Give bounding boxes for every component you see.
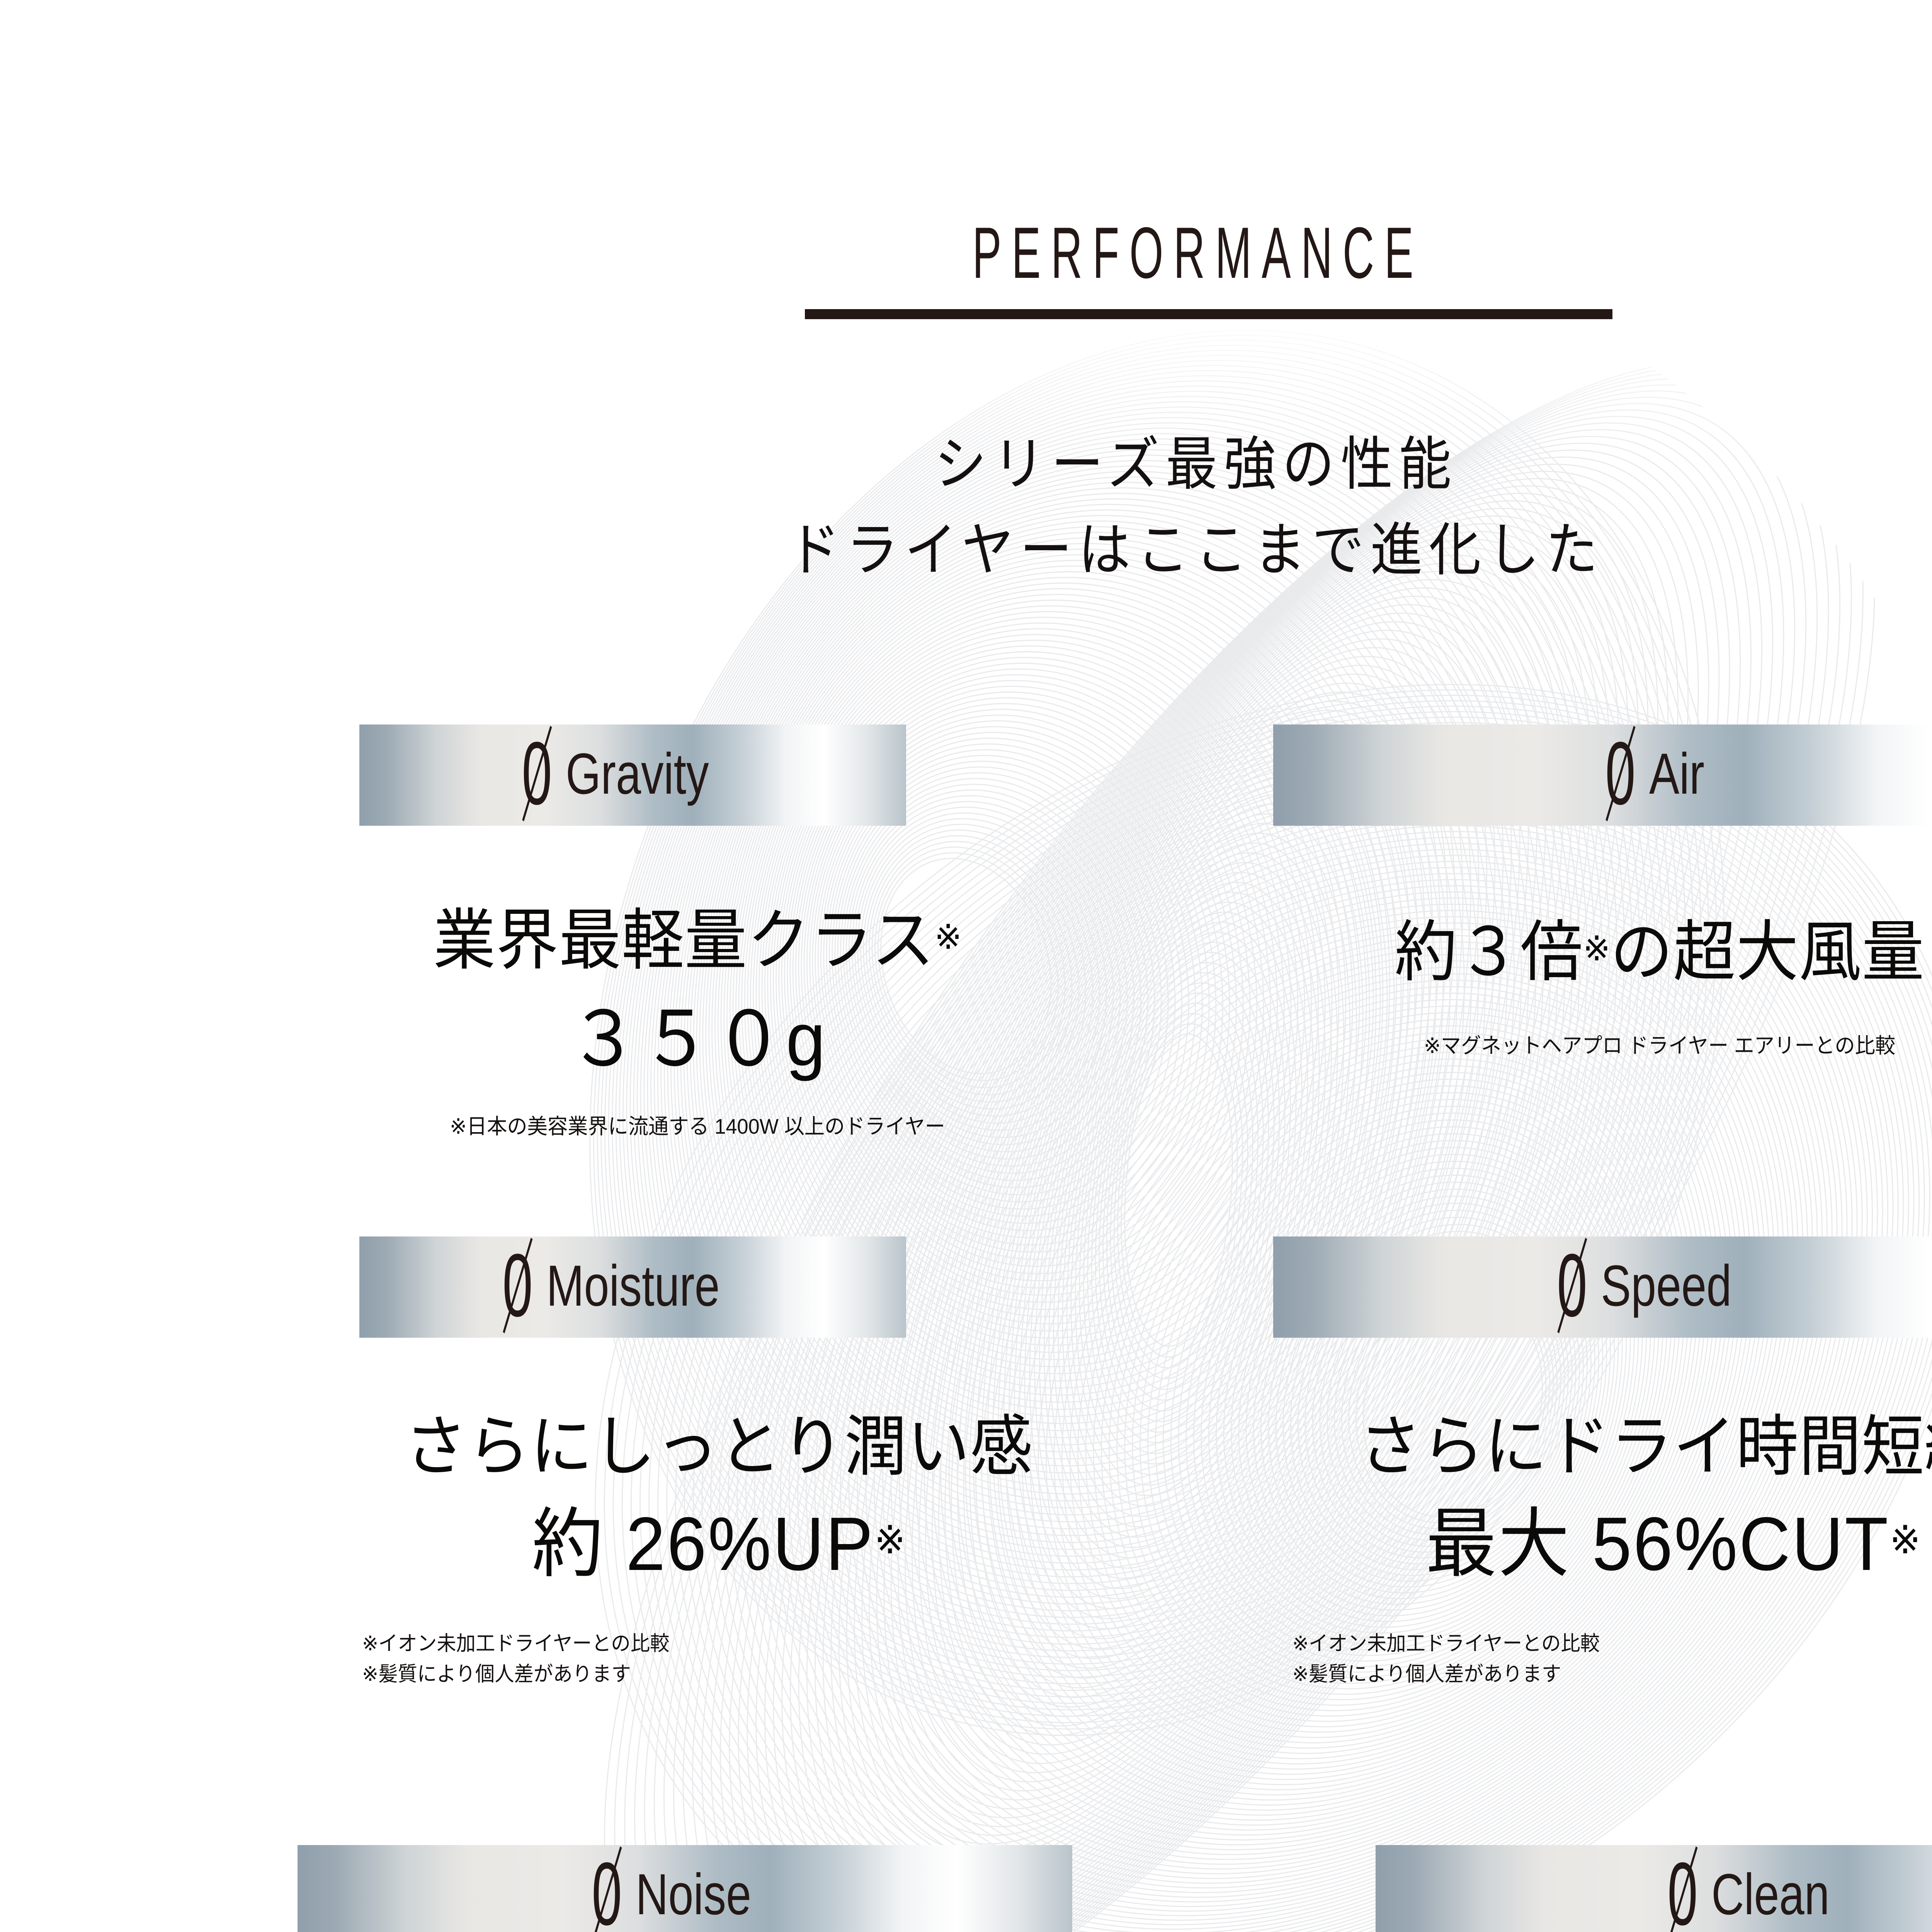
badge-label-moisture: Moisture <box>546 1253 720 1318</box>
page-title: PERFORMANCE <box>972 212 1424 293</box>
headline-air: 約３倍※の超大風量 <box>1395 915 1925 989</box>
card-moisture: さらにしっとり潤い感 約 26%UP※ ※イオン未加工ドライヤーとの比較 ※髪質… <box>340 1406 1097 1689</box>
badge-label-gravity: Gravity <box>566 741 709 806</box>
badge-moisture: 0 Moisture <box>359 1236 906 1338</box>
zero-glyph-moisture: 0 <box>503 1238 533 1333</box>
note-speed-2: ※髪質により個人差があります <box>1292 1662 1561 1685</box>
headline-gravity: 業界最軽量クラス※ <box>433 903 962 978</box>
note-moisture-1: ※イオン未加工ドライヤーとの比較 <box>362 1632 670 1655</box>
title-underline-rule <box>805 309 1612 319</box>
value-moisture: 約 26%UP※ <box>532 1501 906 1586</box>
note-air-1: ※マグネットヘアプロ ドライヤー エアリーとの比較 <box>1423 1033 1896 1058</box>
badge-label-clean: Clean <box>1711 1861 1830 1927</box>
note-speed-1: ※イオン未加工ドライヤーとの比較 <box>1292 1632 1600 1655</box>
badge-air: 0 Air <box>1273 724 1932 826</box>
badge-label-noise: Noise <box>636 1861 752 1927</box>
zero-glyph-gravity: 0 <box>522 726 552 821</box>
zero-glyph-noise: 0 <box>592 1846 622 1932</box>
lead-copy: シリーズ最強の性能 ドライヤーはここまで進化した <box>119 421 1932 593</box>
lead-line-2: ドライヤーはここまで進化した <box>787 517 1604 582</box>
badge-gravity: 0 Gravity <box>359 724 906 826</box>
headline-speed: さらにドライ時間短縮 <box>1359 1410 1932 1484</box>
value-speed: 最大 56%CUT※ <box>1425 1501 1921 1586</box>
badge-label-air: Air <box>1649 741 1704 806</box>
badge-speed: 0 Speed <box>1273 1236 1932 1338</box>
zero-glyph-clean: 0 <box>1667 1846 1697 1932</box>
badge-clean: 0 Clean <box>1376 1845 1932 1932</box>
headline-moisture: さらにしっとり潤い感 <box>404 1410 1033 1484</box>
zero-glyph-air: 0 <box>1605 726 1636 821</box>
card-air: 約３倍※の超大風量 ※マグネットヘアプロ ドライヤー エアリーとの比較 <box>1273 912 1932 1061</box>
zero-glyph-speed: 0 <box>1557 1238 1587 1333</box>
card-gravity: 業界最軽量クラス※ ３５０g ※日本の美容業界に流通する 1400W 以上のドラ… <box>359 900 1036 1142</box>
lead-line-1: シリーズ最強の性能 <box>934 432 1458 497</box>
value-gravity: ３５０g <box>568 997 827 1082</box>
page-title-wrap: PERFORMANCE <box>0 216 1932 289</box>
note-gravity-1: ※日本の美容業界に流通する 1400W 以上のドライヤー <box>450 1114 945 1139</box>
note-moisture-2: ※髪質により個人差があります <box>362 1662 631 1685</box>
badge-noise: 0 Noise <box>298 1845 1072 1932</box>
badge-label-speed: Speed <box>1600 1253 1731 1318</box>
card-speed: さらにドライ時間短縮 最大 56%CUT※ ※イオン未加工ドライヤーとの比較 ※… <box>1267 1406 1932 1689</box>
